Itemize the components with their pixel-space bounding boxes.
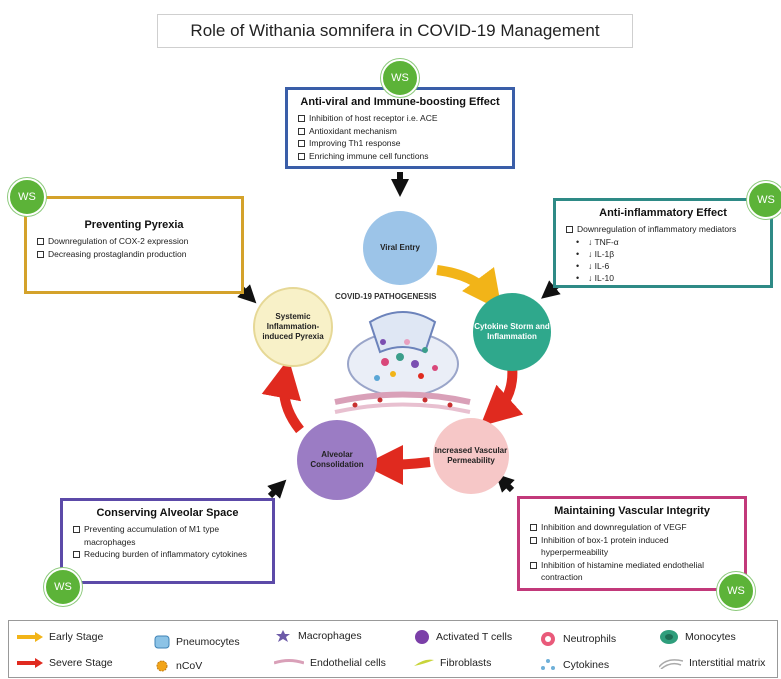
fibroblast-icon: [414, 659, 434, 666]
antiviral-title: Anti-viral and Immune-boosting Effect: [300, 96, 500, 108]
cytokine-icon: [541, 659, 555, 670]
stage-pyrexia: Systemic Inflammation-induced Pyrexia: [253, 287, 333, 367]
antiinflammatory-title: Anti-inflammatory Effect: [599, 207, 727, 219]
legend-macrophages: Macrophages: [274, 629, 362, 643]
neutrophil-icon: [541, 632, 555, 646]
black-arrow-bottom-right: [495, 473, 515, 493]
stage-viral-entry: Viral Entry: [363, 211, 437, 285]
macrophage-icon: [276, 630, 290, 642]
ws-badge: WS: [8, 178, 46, 216]
vascular-box: Maintaining Vascular Integrity Inhibitio…: [517, 496, 747, 591]
legend-cytokines: Cytokines: [539, 657, 609, 673]
list-item: ↓ IL-6: [576, 260, 760, 272]
severe-arrow-3: [261, 358, 304, 434]
legend-interstitial-matrix: Interstitial matrix: [659, 657, 765, 669]
antiviral-box: Anti-viral and Immune-boosting Effect In…: [285, 87, 515, 169]
legend-ncov: nCoV: [154, 659, 202, 673]
severe-arrow-1: [480, 364, 524, 427]
stage-alveolar-consolidation: Alveolar Consolidation: [297, 420, 377, 500]
page-title: Role of Withania somnifera in COVID-19 M…: [157, 14, 633, 48]
pyrexia-box: Preventing Pyrexia Downregulation of COX…: [24, 196, 244, 294]
list-item: Inhibition of host receptor i.e. ACE: [298, 112, 502, 125]
legend-severe-stage: Severe Stage: [17, 657, 113, 669]
pneumocyte-icon: [154, 635, 170, 649]
antiinflammatory-box: Anti-inflammatory Effect Downregulation …: [553, 198, 773, 288]
red-arrow-icon: [17, 658, 43, 668]
monocyte-icon: [660, 630, 678, 644]
yellow-arrow-icon: [17, 632, 43, 642]
list-item: ↓ TNF-α: [576, 236, 760, 248]
center-label: COVID-19 PATHOGENESIS: [335, 292, 437, 301]
ws-badge: WS: [747, 181, 781, 219]
list-item: Improving Th1 response: [298, 137, 502, 150]
list-item: ↓ IL-1β: [576, 248, 760, 260]
ws-badge: WS: [44, 568, 82, 606]
black-arrow-bottom-left: [267, 479, 287, 499]
list-item: ↓ IL-10: [576, 272, 760, 284]
ws-badge: WS: [717, 572, 755, 610]
legend-fibroblasts: Fibroblasts: [414, 657, 491, 669]
matrix-icon: [659, 659, 683, 669]
pyrexia-title: Preventing Pyrexia: [84, 219, 184, 231]
legend-early-stage: Early Stage: [17, 631, 103, 643]
legend-neutrophils: Neutrophils: [539, 631, 616, 647]
stage-cytokine-storm: Cytokine Storm and Inflammation: [473, 293, 551, 371]
legend-t-cells: Activated T cells: [414, 629, 512, 645]
alveolus-illustration: [334, 311, 471, 414]
legend-monocytes: Monocytes: [659, 629, 736, 645]
list-item: Enriching immune cell functions: [298, 150, 502, 163]
list-item: Inhibition and downregulation of VEGF: [530, 521, 734, 534]
endothelial-cell-icon: [274, 659, 304, 665]
alveolar-box: Conserving Alveolar Space Preventing acc…: [60, 498, 275, 584]
list-item: Downregulation of COX-2 expression: [37, 235, 231, 248]
severe-arrow-2: [363, 444, 431, 485]
list-item: Antioxidant mechanism: [298, 125, 502, 138]
ws-badge: WS: [381, 59, 419, 97]
alveolar-title: Conserving Alveolar Space: [96, 507, 239, 519]
legend-endothelial: Endothelial cells: [274, 657, 386, 669]
list-item: Decreasing prostaglandin production: [37, 248, 231, 261]
list-item: Reducing burden of inflammatory cytokine…: [73, 548, 262, 561]
list-item: Downregulation of inflammatory mediators: [566, 223, 760, 236]
legend-pneumocytes: Pneumocytes: [154, 635, 240, 649]
vascular-title: Maintaining Vascular Integrity: [554, 505, 710, 517]
stage-vascular-permeability: Increased Vascular Permeability: [433, 418, 509, 494]
early-stage-arrow: [436, 265, 503, 311]
list-item: Inhibition of histamine mediated endothe…: [530, 559, 734, 584]
t-cell-icon: [415, 630, 429, 644]
virus-icon: [156, 660, 168, 672]
list-item: Preventing accumulation of M1 type macro…: [73, 523, 262, 548]
list-item: Inhibition of box-1 protein induced hype…: [530, 534, 734, 559]
legend: Early Stage Severe Stage Pneumocytes nCo…: [8, 620, 778, 678]
